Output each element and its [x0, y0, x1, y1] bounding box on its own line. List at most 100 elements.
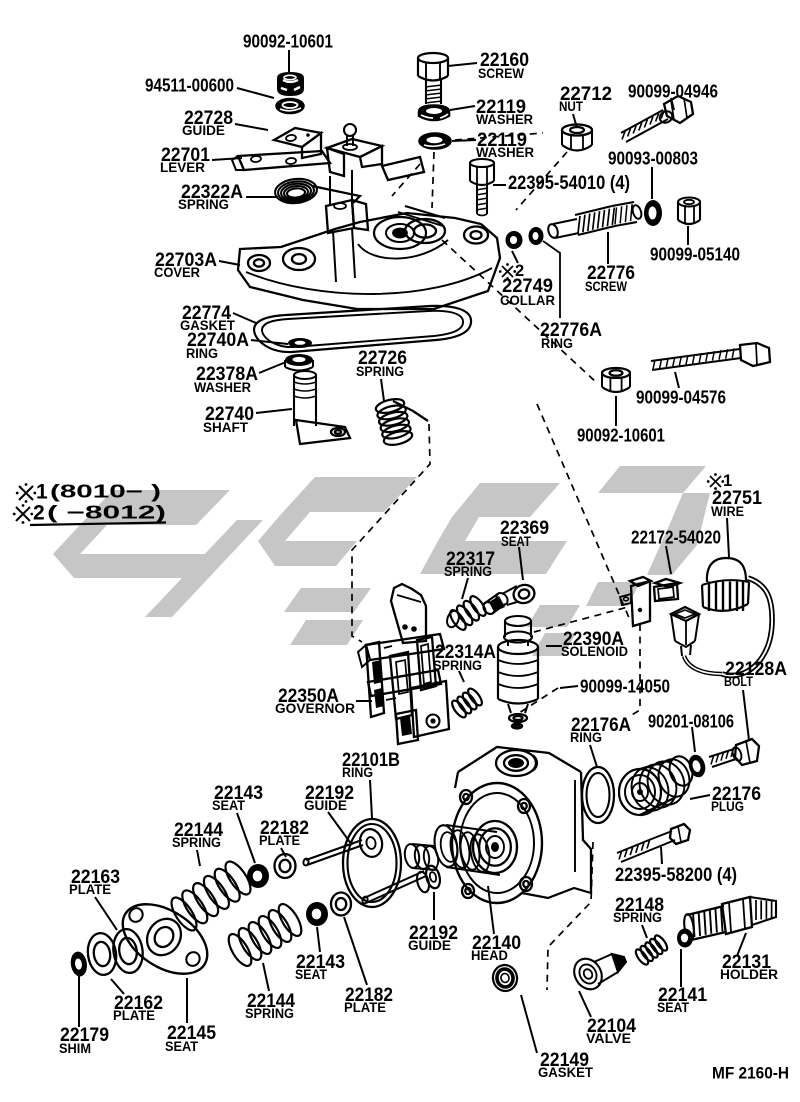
svg-text:PLATE: PLATE — [69, 882, 111, 897]
svg-text:WASHER: WASHER — [476, 112, 533, 127]
svg-text:22740A: 22740A — [187, 330, 249, 351]
svg-text:94511-00600: 94511-00600 — [145, 75, 234, 96]
svg-text:22728: 22728 — [184, 108, 233, 129]
svg-text:WIRE: WIRE — [711, 504, 744, 519]
svg-text:90099-05140: 90099-05140 — [650, 244, 740, 265]
svg-text:SHAFT: SHAFT — [203, 420, 249, 435]
svg-text:22160: 22160 — [480, 50, 529, 71]
svg-text:22104: 22104 — [587, 1016, 636, 1037]
svg-text:SCREW: SCREW — [478, 66, 524, 81]
svg-text:2: 2 — [515, 262, 524, 280]
svg-text:22751: 22751 — [712, 488, 762, 509]
svg-text:22390A: 22390A — [563, 629, 624, 650]
svg-text:22145: 22145 — [167, 1023, 216, 1044]
svg-text:GOVERNOR: GOVERNOR — [275, 701, 355, 716]
svg-text:22131: 22131 — [722, 952, 771, 973]
svg-text:WASHER: WASHER — [194, 380, 251, 395]
svg-text:22144: 22144 — [247, 991, 295, 1012]
svg-text:22176: 22176 — [712, 784, 761, 805]
svg-text:22703A: 22703A — [155, 250, 217, 271]
svg-text:22317: 22317 — [446, 549, 495, 570]
svg-text:22776: 22776 — [587, 263, 635, 284]
svg-text:22322A: 22322A — [181, 182, 243, 203]
svg-text:GASKET: GASKET — [538, 1065, 594, 1080]
svg-text:22774: 22774 — [182, 303, 231, 324]
svg-text:90201-08106: 90201-08106 — [648, 711, 734, 732]
svg-text:22726: 22726 — [358, 348, 407, 369]
svg-text:RING: RING — [541, 336, 573, 351]
svg-text:MF 2160-H: MF 2160-H — [712, 1063, 789, 1082]
svg-text:22101B: 22101B — [342, 750, 400, 771]
svg-text:HOLDER: HOLDER — [720, 967, 778, 982]
svg-text:LEVER: LEVER — [160, 160, 205, 175]
svg-text:GUIDE: GUIDE — [304, 798, 347, 813]
svg-text:SPRING: SPRING — [444, 564, 492, 579]
svg-text:22749: 22749 — [502, 276, 553, 297]
svg-text:22141: 22141 — [658, 985, 707, 1006]
svg-text:SOLENOID: SOLENOID — [561, 644, 628, 659]
svg-text:22740: 22740 — [205, 404, 254, 425]
svg-text:VALVE: VALVE — [586, 1031, 631, 1046]
svg-text:22182: 22182 — [260, 818, 309, 839]
svg-text:SPRING: SPRING — [613, 910, 662, 925]
svg-text:RING: RING — [570, 730, 602, 745]
svg-text:GASKET: GASKET — [180, 318, 236, 333]
svg-text:22314A: 22314A — [435, 642, 496, 663]
svg-text:90099-04576: 90099-04576 — [636, 387, 726, 408]
svg-text:NUT: NUT — [559, 99, 584, 114]
svg-text:SPRING: SPRING — [245, 1006, 294, 1021]
svg-text:( −8012): ( −8012) — [47, 502, 166, 523]
svg-text:22119: 22119 — [477, 130, 527, 151]
svg-text:22119: 22119 — [476, 97, 526, 118]
svg-text:22172-54020: 22172-54020 — [631, 527, 721, 548]
svg-text:22395-58200 (4): 22395-58200 (4) — [615, 865, 737, 886]
svg-text:22192: 22192 — [305, 783, 354, 804]
svg-text:COVER: COVER — [154, 265, 200, 280]
svg-text:22378A: 22378A — [196, 364, 258, 385]
svg-text:RING: RING — [186, 346, 218, 361]
svg-text:22128A: 22128A — [725, 659, 787, 680]
svg-text:RING: RING — [342, 765, 373, 780]
svg-text:22395-54010 (4): 22395-54010 (4) — [508, 173, 630, 194]
svg-text:22182: 22182 — [345, 985, 393, 1006]
svg-text:PLATE: PLATE — [259, 833, 300, 848]
svg-text:22163: 22163 — [71, 867, 120, 888]
svg-text:SEAT: SEAT — [295, 967, 328, 982]
svg-text:90093-00803: 90093-00803 — [608, 148, 698, 169]
svg-text:(8010− ): (8010− ) — [50, 481, 161, 502]
svg-text:BOLT: BOLT — [724, 674, 754, 689]
svg-text:22712: 22712 — [560, 84, 612, 105]
svg-text:22776A: 22776A — [540, 320, 602, 341]
svg-text:SHIM: SHIM — [59, 1041, 91, 1056]
svg-text:22143: 22143 — [214, 783, 263, 804]
svg-text:COLLAR: COLLAR — [500, 293, 555, 308]
svg-text:22162: 22162 — [114, 993, 163, 1014]
svg-text:SPRING: SPRING — [433, 658, 482, 673]
svg-text:PLATE: PLATE — [113, 1008, 155, 1023]
svg-text:SPRING: SPRING — [178, 197, 229, 212]
svg-text:22369: 22369 — [500, 518, 549, 539]
svg-text:22148: 22148 — [615, 895, 664, 916]
svg-text:PLATE: PLATE — [344, 1000, 386, 1015]
svg-text:SEAT: SEAT — [657, 1000, 690, 1015]
svg-text:90092-10601: 90092-10601 — [243, 31, 333, 52]
svg-text:WASHER: WASHER — [476, 145, 534, 160]
svg-text:1: 1 — [723, 472, 732, 490]
svg-text:PLUG: PLUG — [711, 799, 744, 814]
svg-text:22143: 22143 — [296, 952, 345, 973]
svg-text:2: 2 — [33, 502, 45, 525]
svg-text:22144: 22144 — [174, 820, 223, 841]
svg-text:22149: 22149 — [540, 1050, 589, 1071]
svg-text:SEAT: SEAT — [501, 534, 532, 549]
svg-text:GUIDE: GUIDE — [182, 123, 225, 138]
svg-text:90092-10601: 90092-10601 — [577, 425, 665, 446]
svg-text:22701: 22701 — [161, 145, 210, 166]
svg-text:GUIDE: GUIDE — [408, 938, 451, 953]
svg-text:22192: 22192 — [409, 923, 458, 944]
svg-text:22140: 22140 — [472, 933, 521, 954]
svg-text:90099-14050: 90099-14050 — [580, 676, 670, 697]
svg-text:SCREW: SCREW — [585, 279, 627, 294]
svg-text:SEAT: SEAT — [165, 1039, 199, 1054]
svg-text:90099-04946: 90099-04946 — [628, 81, 718, 102]
svg-text:SPRING: SPRING — [172, 835, 221, 850]
